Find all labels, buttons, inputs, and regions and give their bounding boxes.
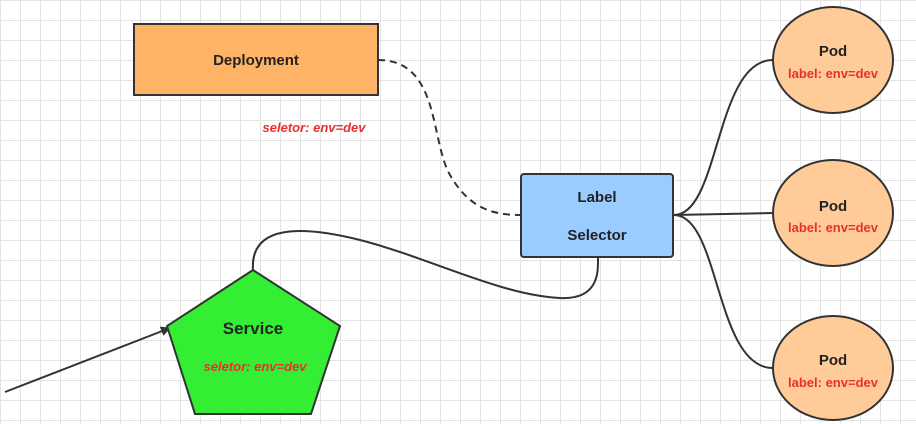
deployment-title: Deployment (213, 52, 299, 69)
deployment-box (133, 23, 379, 96)
label-selector-node[interactable]: Label Selector (520, 173, 674, 258)
pod-2-ellipse (772, 159, 894, 267)
service-selector-text: seletor: env=dev (204, 359, 308, 374)
pod-2-label: label: env=dev (788, 220, 879, 235)
selector-to-pod-1-connector (673, 59, 774, 216)
deployment-to-selector-dashed-connector (377, 59, 522, 216)
pod-3-label: label: env=dev (788, 375, 879, 390)
pod-3-ellipse (772, 315, 894, 421)
selector-to-pod-3-connector (673, 214, 774, 369)
service-node[interactable]: Service seletor: env=dev (165, 268, 342, 415)
pod-node-2[interactable]: Pod label: env=dev (772, 159, 894, 267)
service-to-selector-connector (251, 230, 600, 300)
pod-3-title: Pod (819, 352, 847, 369)
pod-1-label: label: env=dev (788, 66, 879, 81)
pod-1-title: Pod (819, 43, 847, 60)
label-selector-line1: Label (577, 189, 616, 206)
service-title: Service (223, 319, 284, 338)
pod-node-3[interactable]: Pod label: env=dev (772, 315, 894, 421)
pod-2-title: Pod (819, 198, 847, 215)
pod-node-1[interactable]: Pod label: env=dev (772, 6, 894, 114)
label-selector-box (520, 173, 674, 258)
label-selector-line2: Selector (567, 227, 626, 244)
pod-1-ellipse (772, 6, 894, 114)
deployment-node[interactable]: Deployment (133, 23, 379, 96)
deployment-selector-text: seletor: env=dev (263, 120, 367, 135)
incoming-arrow (4, 326, 171, 393)
service-pentagon (165, 268, 342, 415)
selector-to-pod-2-connector (673, 212, 774, 216)
